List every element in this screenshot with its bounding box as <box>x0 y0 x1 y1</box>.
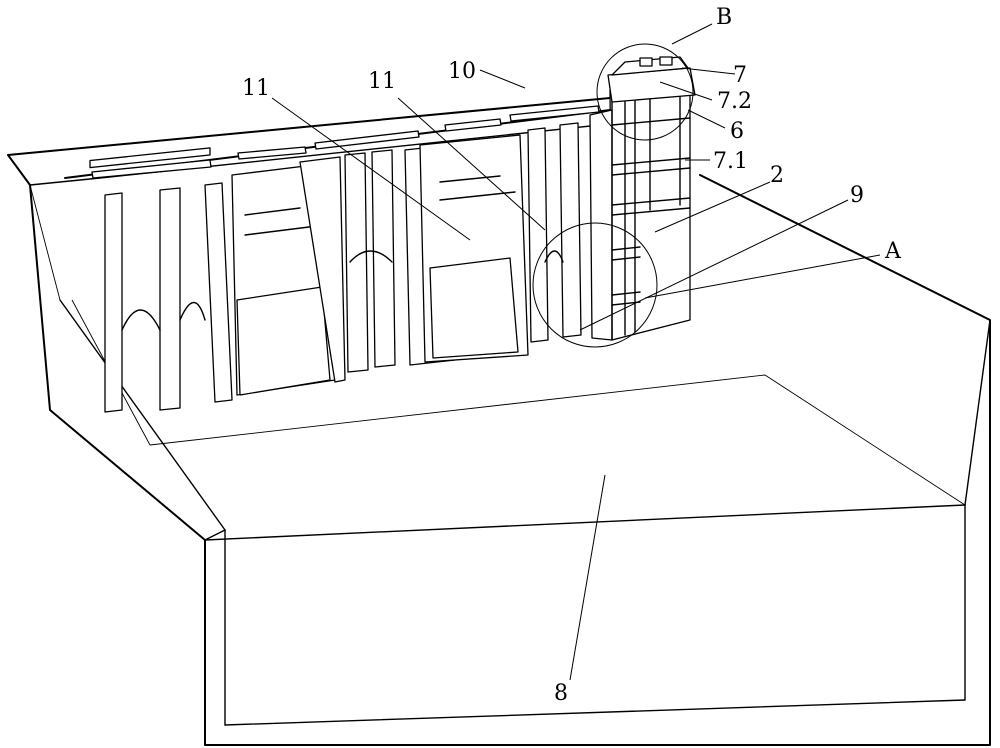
pier-2 <box>231 156 346 396</box>
pier-5 <box>527 122 582 343</box>
hoist-tower <box>589 56 696 341</box>
leader-lines <box>271 23 881 681</box>
label-10: 10 <box>448 59 476 84</box>
pier-4 <box>404 134 529 366</box>
label-6: 6 <box>730 119 744 144</box>
detail-circle-a <box>532 222 658 348</box>
deck-beam <box>29 105 611 186</box>
label-a: A <box>884 239 902 264</box>
detail-circle-b <box>596 43 694 141</box>
label-11-right: 11 <box>368 69 396 94</box>
part-labels: B 7 7.2 6 7.1 2 9 A 10 11 11 8 <box>242 5 902 706</box>
label-2: 2 <box>770 163 784 188</box>
pier-1 <box>104 182 233 413</box>
label-11-left: 11 <box>242 76 270 101</box>
label-9: 9 <box>850 183 864 208</box>
label-7-1: 7.1 <box>713 149 748 174</box>
label-7: 7 <box>733 63 747 88</box>
label-8: 8 <box>554 681 568 706</box>
pier-3 <box>344 149 396 373</box>
label-7-2: 7.2 <box>717 89 752 114</box>
label-b: B <box>716 5 732 30</box>
